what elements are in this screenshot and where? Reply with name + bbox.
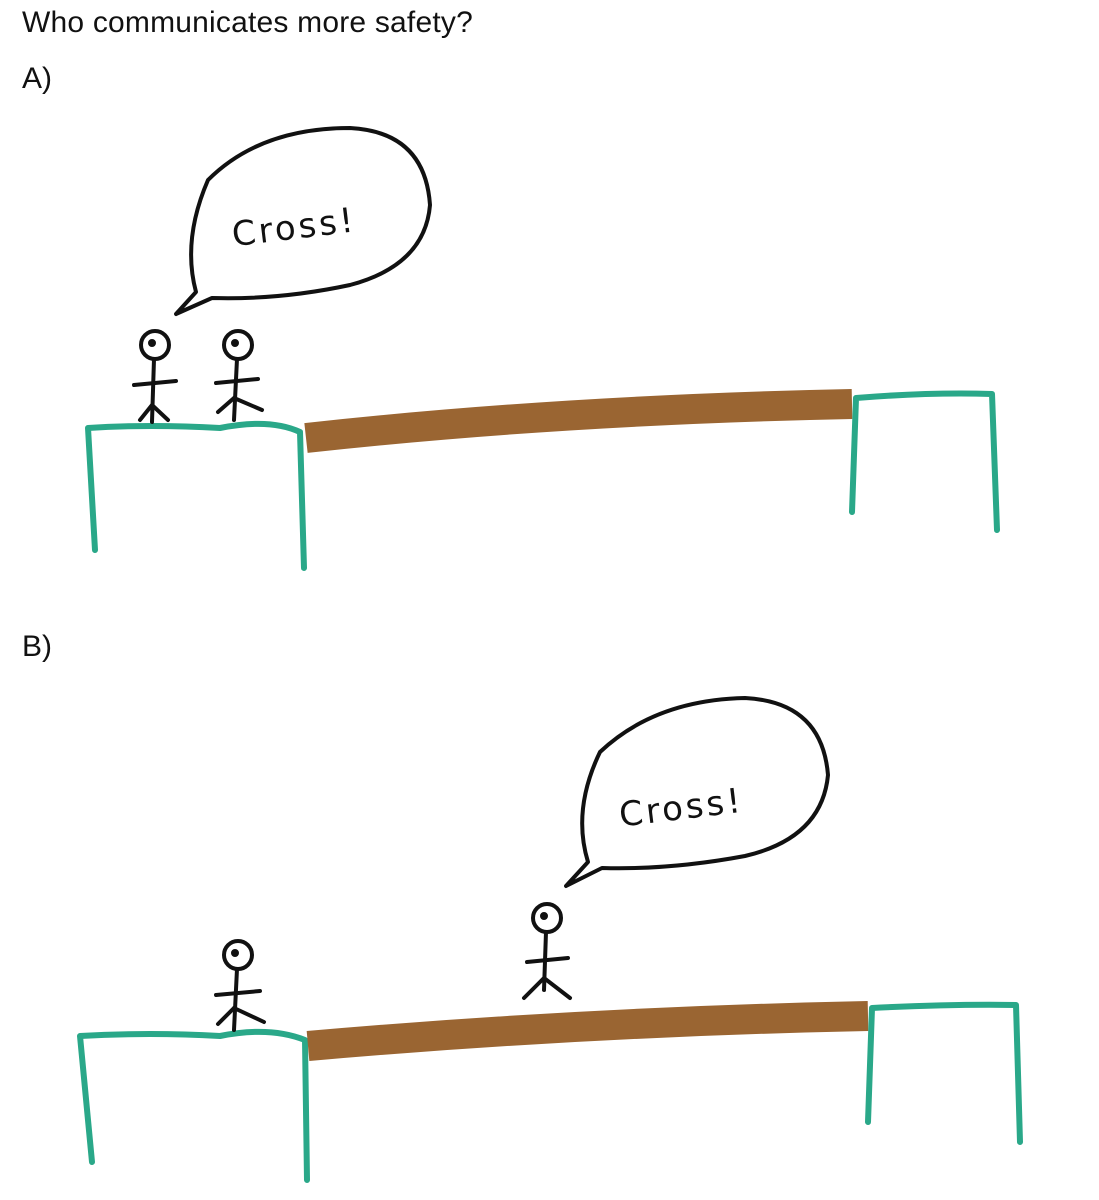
scene-a-plank-bridge bbox=[304, 389, 853, 453]
scene-a-speaker-figure bbox=[132, 329, 178, 424]
scene-b-speaker-figure bbox=[522, 902, 572, 1000]
scene-b-right-cliff bbox=[865, 1001, 1023, 1145]
scene-a: Cross! bbox=[85, 126, 1000, 571]
option-b-label: B) bbox=[22, 630, 52, 663]
scene-b-plank-bridge bbox=[306, 1001, 869, 1061]
scene-b-left-cliff bbox=[77, 1028, 310, 1183]
scene-a-listener-figure bbox=[214, 329, 264, 422]
scene-b-speech-bubble bbox=[564, 696, 830, 888]
scene-b-speech-text: Cross! bbox=[617, 781, 746, 836]
scene-b-listener-figure bbox=[214, 939, 266, 1032]
scene-a-speech-bubble bbox=[174, 126, 432, 316]
option-a-label: A) bbox=[22, 62, 52, 95]
scene-a-left-cliff bbox=[85, 420, 307, 571]
scene-a-speech-text: Cross! bbox=[230, 200, 359, 255]
question-text: Who communicates more safety? bbox=[22, 6, 473, 39]
scene-b: Cross! bbox=[77, 696, 1023, 1183]
scene-a-right-cliff bbox=[849, 390, 1000, 533]
